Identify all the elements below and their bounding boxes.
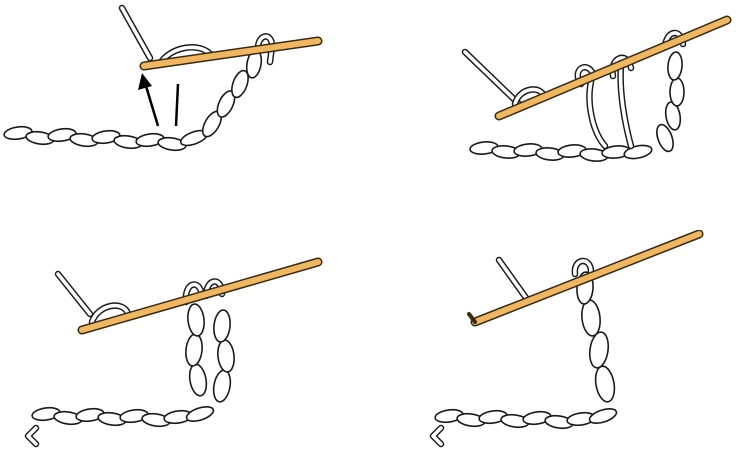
turning-chain xyxy=(654,51,684,153)
step-3-illustration xyxy=(0,230,369,459)
step-1-illustration xyxy=(0,0,369,230)
guide-arrow-line xyxy=(176,84,178,126)
stitch-column xyxy=(576,271,617,403)
step-1-panel xyxy=(0,0,369,230)
step-4-panel xyxy=(369,230,738,459)
foundation-chain xyxy=(433,406,618,444)
stitch-column xyxy=(184,303,235,403)
foundation-chain xyxy=(28,404,215,444)
crochet-hook-three-loops-icon xyxy=(499,20,727,116)
turning-chain xyxy=(199,49,263,140)
up-arrow-icon xyxy=(138,73,158,126)
foundation-chain xyxy=(469,141,652,163)
foundation-chain xyxy=(3,125,209,152)
step-2-illustration xyxy=(369,0,738,230)
step-2-panel xyxy=(369,0,738,230)
step-3-panel xyxy=(0,230,369,459)
step-4-illustration xyxy=(369,230,738,459)
